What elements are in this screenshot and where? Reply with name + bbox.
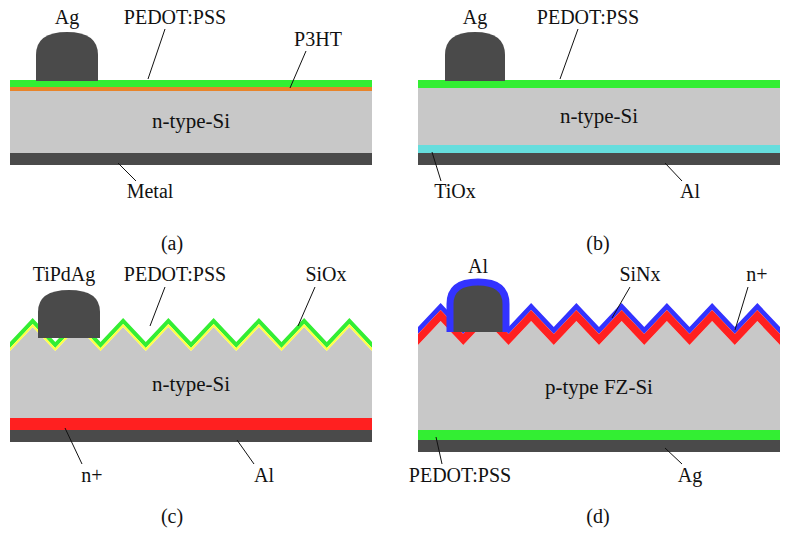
leader-line xyxy=(436,437,442,464)
metal-label: Ag xyxy=(463,6,487,28)
leader-line xyxy=(148,29,165,79)
leader-line xyxy=(65,428,82,464)
layer-name: p-type FZ-Si xyxy=(545,376,653,399)
layer-label: PEDOT:PSS xyxy=(537,6,639,28)
wafer-band: n-type-Si xyxy=(418,88,780,145)
metal-contact xyxy=(10,153,372,165)
layer-label: SiNx xyxy=(619,263,660,285)
metal-label: TiPdAg xyxy=(33,263,96,285)
leader-line xyxy=(290,51,306,88)
leader-line xyxy=(735,287,748,330)
panel-letter: (a) xyxy=(161,232,183,254)
leader-line xyxy=(118,163,136,181)
ag-contact xyxy=(418,440,780,452)
layer-label: PEDOT:PSS xyxy=(124,263,226,285)
panel-letter: (b) xyxy=(586,232,609,254)
layer-label: n+ xyxy=(81,464,102,486)
layer-label: PEDOT:PSS xyxy=(124,6,226,28)
wafer-band: p-type FZ-Si xyxy=(418,345,780,430)
ag-finger xyxy=(445,32,505,81)
al-contact xyxy=(10,430,372,442)
tipdag-finger xyxy=(38,290,100,338)
layer-label: SiOx xyxy=(305,263,346,285)
n-plus-layer xyxy=(10,418,372,430)
layer-name: n-type-Si xyxy=(152,373,230,396)
layer-name: n-type-Si xyxy=(560,105,638,128)
pedot-layer xyxy=(418,430,780,440)
leader-line xyxy=(665,163,682,181)
leader-line xyxy=(298,287,315,326)
layer-label: Al xyxy=(680,180,700,202)
pedot-layer xyxy=(418,80,780,88)
panel-letter: (d) xyxy=(586,505,609,527)
layer-label: P3HT xyxy=(294,28,342,50)
layer-label: n+ xyxy=(746,263,767,285)
tiox-layer xyxy=(418,145,780,153)
layer-name: n-type-Si xyxy=(152,110,230,133)
layer-label: Al xyxy=(254,464,274,486)
metal-label: Al xyxy=(468,255,488,277)
leader-line xyxy=(665,448,682,464)
leader-line xyxy=(432,152,441,181)
panel-letter: (c) xyxy=(161,505,183,527)
pedot-layer xyxy=(10,80,372,87)
wafer-band: n-type-Si xyxy=(10,352,372,418)
wafer-band: n-type-Si xyxy=(10,91,372,153)
al-contact xyxy=(418,153,780,165)
metal-label: Ag xyxy=(55,6,79,28)
ag-finger xyxy=(36,32,98,81)
layer-label: PEDOT:PSS xyxy=(409,464,511,486)
silicon-wafer xyxy=(418,88,780,145)
silicon-wafer xyxy=(10,91,372,153)
al-finger xyxy=(450,282,506,332)
layer-label: TiOx xyxy=(434,180,476,202)
layer-label: Ag xyxy=(678,464,702,486)
layer-label: Metal xyxy=(127,180,174,202)
leader-line xyxy=(560,29,578,79)
leader-line xyxy=(237,440,254,464)
p3ht-layer xyxy=(10,87,372,91)
leader-line xyxy=(612,287,630,318)
leader-line xyxy=(150,287,165,326)
